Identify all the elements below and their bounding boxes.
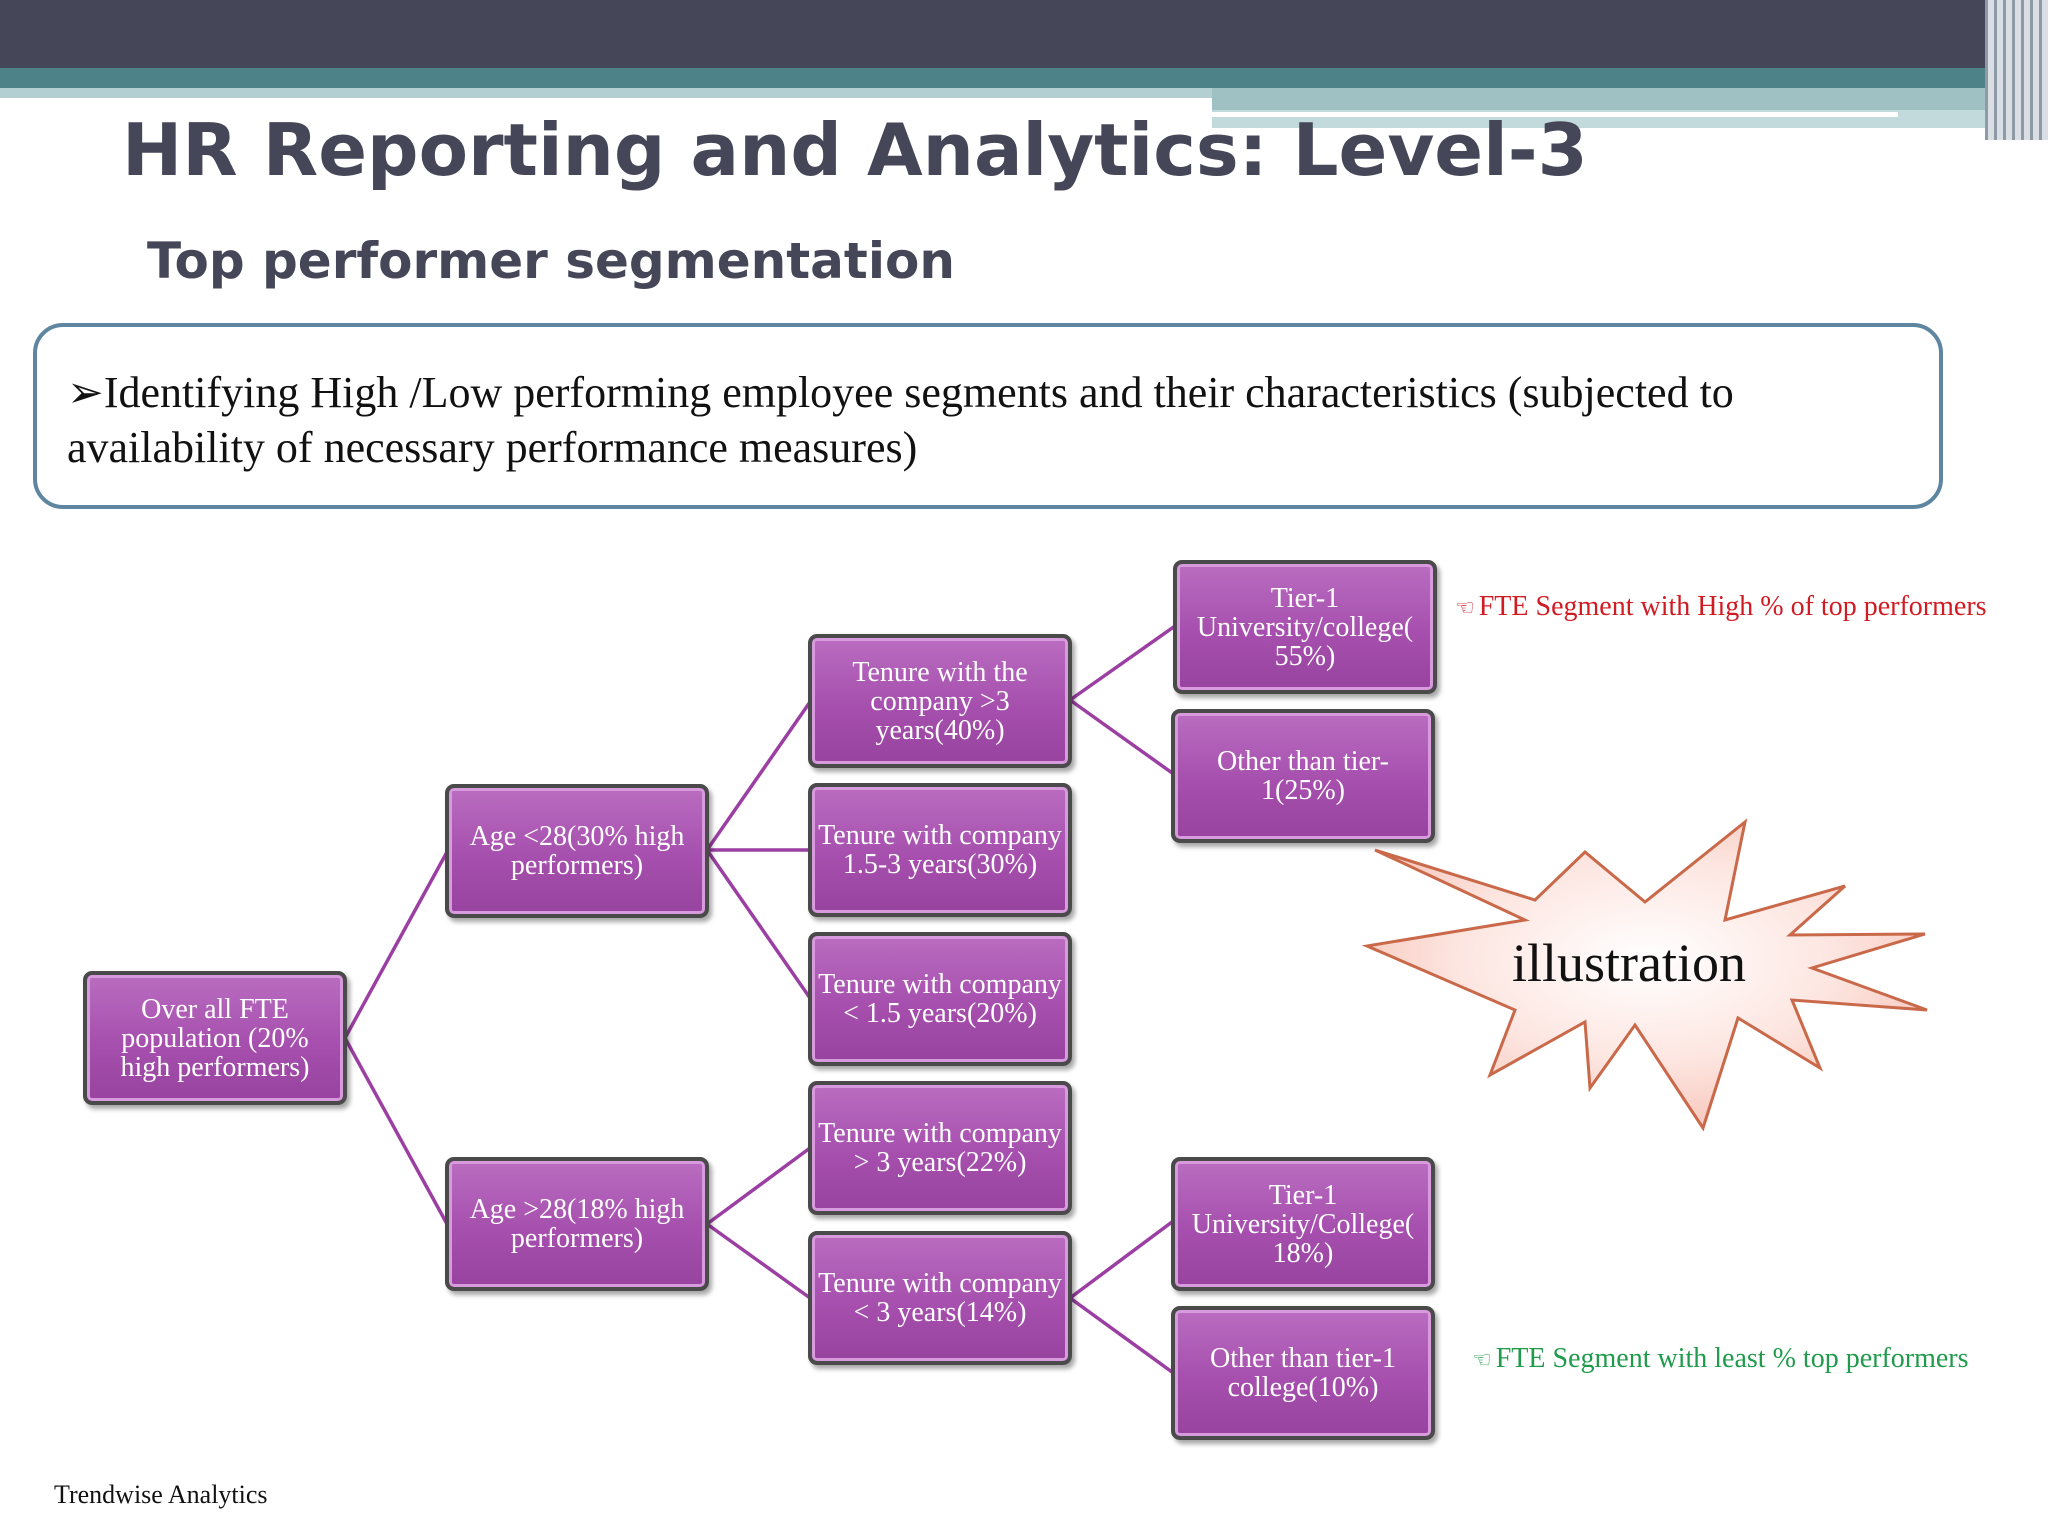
- note-least-performers: ☜FTE Segment with least % top performers: [1472, 1342, 1969, 1377]
- node-tenure-gt3-young: Tenure with the company >3 years(40%): [808, 634, 1072, 768]
- footer-company: Trendwise Analytics: [54, 1480, 268, 1509]
- illustration-starburst: [1361, 818, 1928, 1132]
- note-least-text: FTE Segment with least % top performers: [1495, 1343, 1969, 1374]
- connector-t5-tier1: [1068, 1220, 1174, 1300]
- connector-young-t3: [705, 849, 812, 999]
- node-tenure-gt3-old-label: Tenure with company > 3 years(22%): [818, 1118, 1062, 1178]
- header-band-teal: [0, 68, 2048, 88]
- node-age-under-28-label: Age <28(30% high performers): [469, 821, 685, 881]
- header-edge-stripes: [1985, 0, 2048, 140]
- node-age-under-28: Age <28(30% high performers): [445, 784, 709, 918]
- node-tier1-young-label: Tier-1 University/college( 55%): [1196, 582, 1414, 672]
- connector-t1-tier1: [1068, 624, 1177, 702]
- intro-callout-box: ➢Identifying High /Low performing employ…: [33, 323, 1943, 509]
- node-tenure-lt3-old: Tenure with company < 3 years(14%): [808, 1231, 1072, 1365]
- slide-subtitle: Top performer segmentation: [147, 232, 955, 290]
- header-band-dark: [0, 0, 2048, 68]
- node-other-old: Other than tier-1 college(10%): [1171, 1306, 1435, 1440]
- node-age-over-28: Age >28(18% high performers): [445, 1157, 709, 1291]
- starburst-shape: [1361, 818, 1928, 1132]
- node-tenure-15-3-young-label: Tenure with company 1.5-3 years(30%): [818, 820, 1062, 880]
- connector-root-old: [343, 1037, 449, 1225]
- node-tenure-15-3-young: Tenure with company 1.5-3 years(30%): [808, 783, 1072, 917]
- pointing-hand-icon: ☜: [1455, 595, 1475, 620]
- connector-old-t4: [705, 1146, 812, 1226]
- illustration-label: illustration: [1512, 933, 1746, 993]
- node-tier1-young: Tier-1 University/college( 55%): [1173, 560, 1437, 694]
- node-root: Over all FTE population (20% high perfor…: [83, 971, 347, 1105]
- node-other-young: Other than tier-1(25%): [1171, 709, 1435, 843]
- note-high-text: FTE Segment with High % of top performer…: [1478, 591, 1987, 622]
- slide-title: HR Reporting and Analytics: Level-3: [122, 108, 1588, 192]
- node-tenure-gt3-young-label: Tenure with the company >3 years(40%): [852, 656, 1028, 746]
- header-band-light: [0, 88, 1212, 98]
- header-accent-line: [1212, 112, 1898, 117]
- intro-text: ➢Identifying High /Low performing employ…: [67, 368, 1734, 472]
- node-other-old-label: Other than tier-1 college(10%): [1209, 1343, 1397, 1403]
- note-high-performers: ☜FTE Segment with High % of top performe…: [1455, 590, 1987, 625]
- node-tenure-lt3-old-label: Tenure with company < 3 years(14%): [818, 1268, 1062, 1328]
- connector-young-t1: [705, 701, 812, 851]
- node-tenure-lt15-young: Tenure with company < 1.5 years(20%): [808, 932, 1072, 1066]
- node-root-label: Over all FTE population (20% high perfor…: [120, 993, 310, 1083]
- node-age-over-28-label: Age >28(18% high performers): [469, 1194, 685, 1254]
- header-band-step: [1212, 88, 2048, 110]
- node-other-young-label: Other than tier-1(25%): [1216, 746, 1390, 806]
- connector-t1-other: [1068, 698, 1177, 777]
- node-tenure-gt3-old: Tenure with company > 3 years(22%): [808, 1081, 1072, 1215]
- connector-t5-other: [1068, 1296, 1174, 1374]
- connector-old-t5: [705, 1222, 812, 1300]
- node-tenure-lt15-young-label: Tenure with company < 1.5 years(20%): [818, 969, 1062, 1029]
- connector-root-young: [343, 851, 449, 1039]
- node-tier1-old-label: Tier-1 University/College( 18%): [1191, 1179, 1415, 1269]
- node-tier1-old: Tier-1 University/College( 18%): [1171, 1157, 1435, 1291]
- pointing-hand-icon: ☜: [1472, 1347, 1492, 1372]
